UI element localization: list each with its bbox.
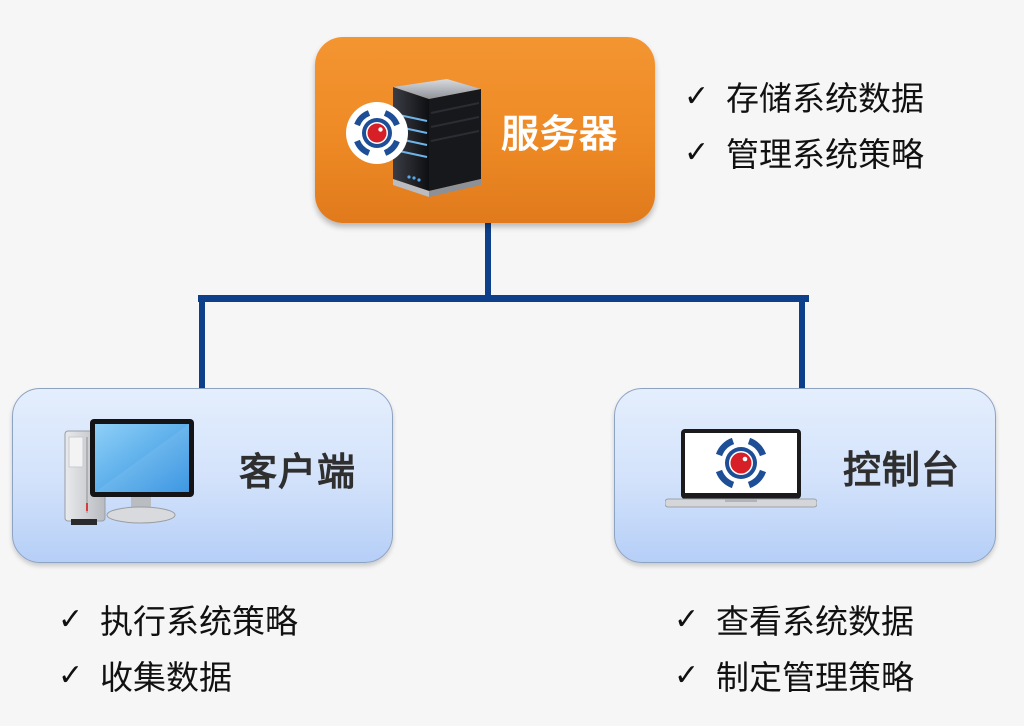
check-icon: ✓ bbox=[674, 657, 700, 693]
feature-text: 管理系统策略 bbox=[726, 135, 924, 174]
connector-client-branch bbox=[199, 298, 205, 390]
check-icon: ✓ bbox=[684, 78, 710, 114]
console-feature-list: ✓ 查看系统数据 ✓ 制定管理策略 bbox=[674, 591, 914, 703]
desktop-computer-icon bbox=[64, 419, 194, 525]
feature-item: ✓ 收集数据 bbox=[58, 647, 298, 703]
feature-text: 查看系统数据 bbox=[716, 602, 914, 641]
feature-text: 执行系统策略 bbox=[100, 602, 298, 641]
server-tower-icon bbox=[346, 79, 481, 197]
feature-item: ✓ 存储系统数据 bbox=[684, 68, 924, 124]
connector-horizontal-bus bbox=[198, 295, 809, 302]
feature-item: ✓ 执行系统策略 bbox=[58, 591, 298, 647]
check-icon: ✓ bbox=[58, 601, 84, 637]
connector-console-branch bbox=[799, 298, 805, 390]
feature-item: ✓ 管理系统策略 bbox=[684, 124, 924, 180]
feature-text: 收集数据 bbox=[100, 658, 232, 697]
feature-item: ✓ 查看系统数据 bbox=[674, 591, 914, 647]
connector-server-trunk bbox=[485, 222, 491, 299]
client-label: 客户端 bbox=[239, 450, 357, 494]
server-label: 服务器 bbox=[501, 112, 619, 156]
client-node: 客户端 bbox=[12, 388, 393, 563]
server-node: 服务器 bbox=[315, 37, 655, 223]
console-label: 控制台 bbox=[843, 448, 961, 492]
console-node: 控制台 bbox=[614, 388, 996, 563]
check-icon: ✓ bbox=[58, 657, 84, 693]
feature-item: ✓ 制定管理策略 bbox=[674, 647, 914, 703]
check-icon: ✓ bbox=[674, 601, 700, 637]
laptop-icon bbox=[665, 429, 817, 508]
feature-text: 存储系统数据 bbox=[726, 79, 924, 118]
client-feature-list: ✓ 执行系统策略 ✓ 收集数据 bbox=[58, 591, 298, 703]
server-feature-list: ✓ 存储系统数据 ✓ 管理系统策略 bbox=[684, 68, 924, 180]
feature-text: 制定管理策略 bbox=[716, 658, 914, 697]
check-icon: ✓ bbox=[684, 134, 710, 170]
